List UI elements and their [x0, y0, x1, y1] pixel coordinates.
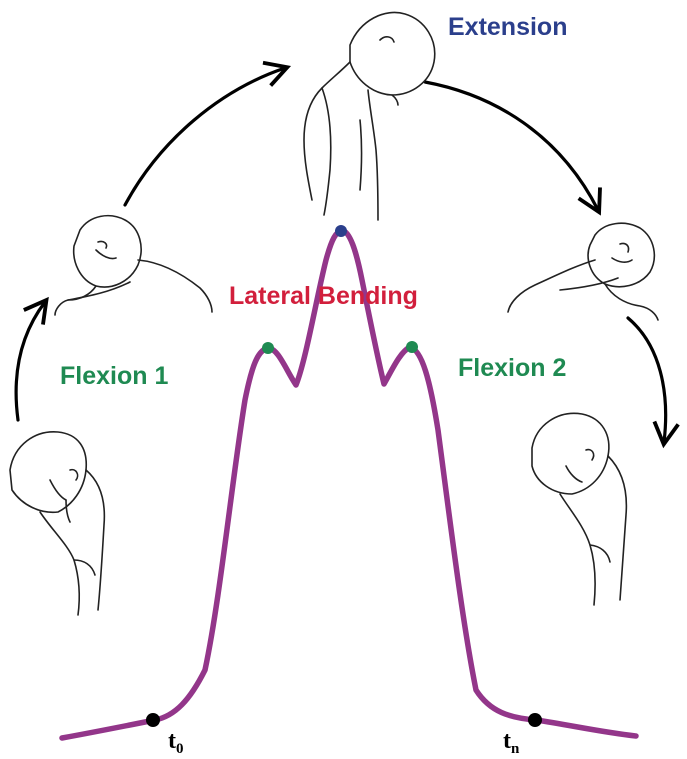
arrow-lateral-to-extension	[123, 60, 292, 207]
figure-lateral-left	[54, 214, 213, 316]
label-tn-main: t	[503, 728, 511, 754]
arrow-extension-to-lateral	[423, 80, 602, 216]
peak-flexion1-dot	[262, 342, 274, 354]
figure-flexion-right	[531, 412, 628, 606]
label-t0-sub: 0	[176, 741, 184, 757]
label-flexion-1: Flexion 1	[60, 362, 168, 390]
arrow-lateral-to-flexion2	[626, 316, 680, 449]
figure-lateral-right	[507, 222, 659, 321]
label-lateral-bending: Lateral Bending	[229, 282, 418, 310]
label-extension: Extension	[448, 13, 567, 41]
label-tn-sub: n	[511, 741, 520, 757]
tn-dot	[528, 713, 542, 727]
t0-dot	[146, 713, 160, 727]
arrow-flexion1-to-lateral	[14, 296, 49, 422]
figure-extension	[303, 11, 436, 221]
peak-flexion2-dot	[406, 341, 418, 353]
peak-extension-dot	[335, 225, 347, 237]
label-t0-main: t	[168, 728, 176, 754]
motion-arrows	[14, 60, 680, 449]
figure-flexion-left	[9, 431, 106, 616]
label-flexion-2: Flexion 2	[458, 354, 566, 382]
label-tn: tn	[503, 728, 520, 757]
label-t0: t0	[168, 728, 184, 757]
